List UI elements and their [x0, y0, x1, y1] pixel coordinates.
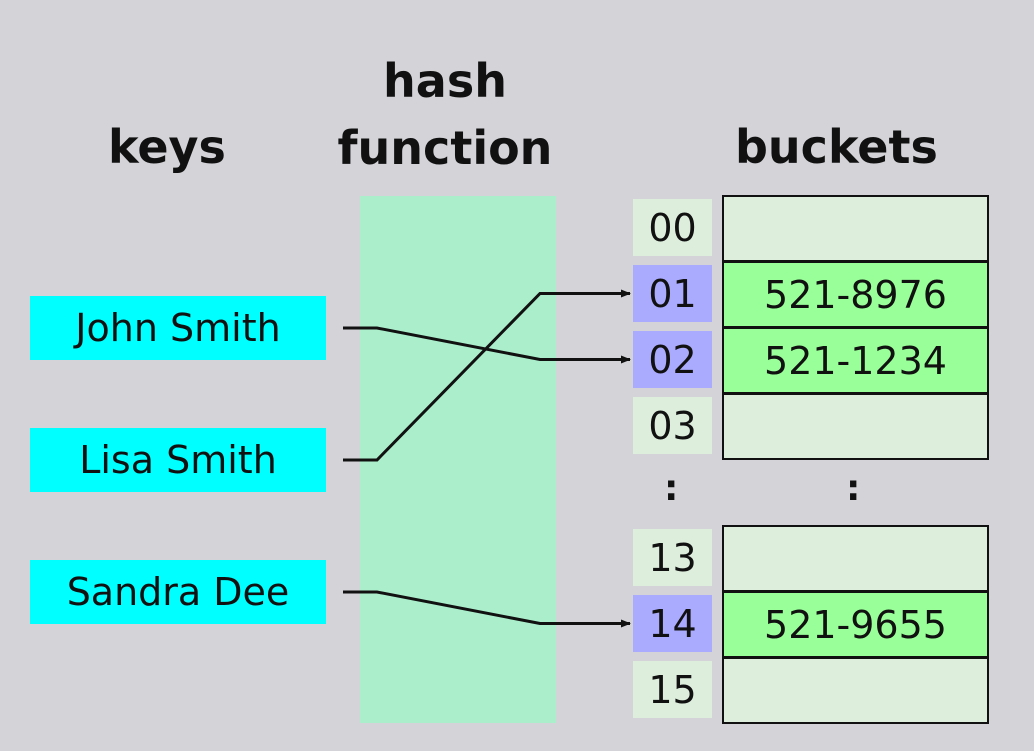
- key-sandra-dee: Sandra Dee: [30, 560, 326, 624]
- index-15: 15: [633, 661, 712, 718]
- index-13: 13: [633, 529, 712, 586]
- bucket-14: 521-9655: [722, 591, 989, 658]
- hash-function-band: [360, 196, 556, 723]
- index-00: 00: [633, 199, 712, 256]
- index-02: 02: [633, 331, 712, 388]
- bucket-02: 521-1234: [722, 327, 989, 394]
- buckets-header: buckets: [735, 120, 938, 174]
- bucket-00: [722, 195, 989, 262]
- bucket-ellipsis: :: [846, 468, 861, 509]
- key-lisa-smith: Lisa Smith: [30, 428, 326, 492]
- index-14: 14: [633, 595, 712, 652]
- bucket-15: [722, 657, 989, 724]
- mapping-arrow: [343, 289, 631, 462]
- keys-header: keys: [108, 120, 226, 174]
- index-03: 03: [633, 397, 712, 454]
- key-john-smith: John Smith: [30, 296, 326, 360]
- index-ellipsis: :: [664, 468, 679, 509]
- bucket-03: [722, 393, 989, 460]
- mapping-arrow: [343, 590, 631, 628]
- hash-function-header: hash function: [337, 54, 553, 175]
- mapping-arrow: [343, 326, 631, 364]
- index-01: 01: [633, 265, 712, 322]
